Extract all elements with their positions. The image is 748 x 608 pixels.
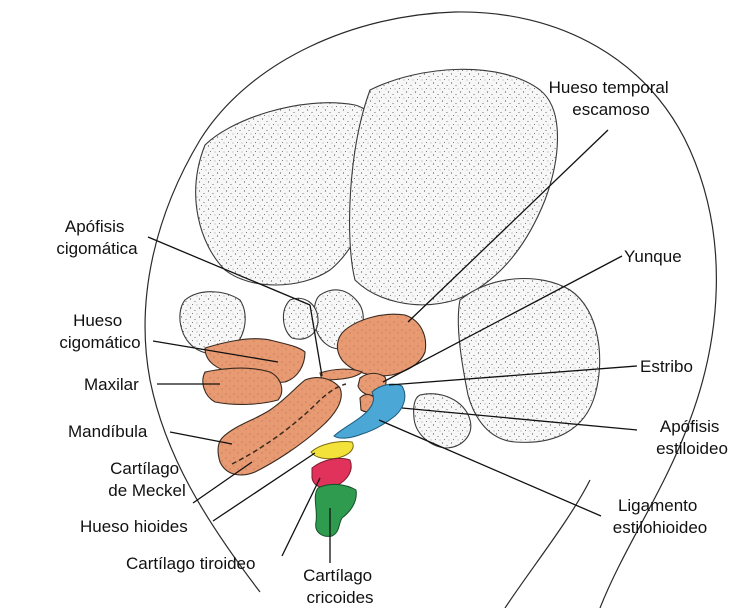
leader-stylohyoid bbox=[379, 420, 601, 516]
label-thyroid: Cartílago tiroideo bbox=[126, 554, 255, 573]
label-mandible: Mandíbula bbox=[68, 422, 148, 441]
label-maxilla: Maxilar bbox=[84, 375, 139, 394]
label-stylohyoid-ligament: Ligamento estilohioideo bbox=[613, 496, 708, 537]
occipital-bone bbox=[458, 279, 599, 443]
label-stapes: Estribo bbox=[640, 357, 693, 376]
parietal-bone bbox=[350, 69, 558, 304]
label-styloid: Apófisis estiloideo bbox=[656, 417, 728, 458]
label-cricoid: Cartílago cricoides bbox=[303, 566, 377, 607]
label-hyoid: Hueso hioides bbox=[80, 517, 188, 536]
label-incus: Yunque bbox=[624, 247, 682, 266]
label-zygomatic-process: Apófisis cigomática bbox=[56, 217, 138, 258]
neck-outline bbox=[505, 480, 590, 608]
label-temporal: Hueso temporal escamoso bbox=[549, 78, 674, 119]
label-zygomatic-bone: Hueso cigomático bbox=[59, 311, 140, 352]
leader-meckel bbox=[193, 462, 252, 503]
cricoid-cartilage bbox=[315, 484, 356, 536]
maxilla-bone bbox=[203, 368, 282, 404]
basi-bone bbox=[414, 394, 471, 448]
label-meckel: Cartílago de Meckel bbox=[108, 459, 185, 500]
leader-thyroid bbox=[282, 478, 320, 556]
hyoid-bone bbox=[311, 441, 353, 458]
